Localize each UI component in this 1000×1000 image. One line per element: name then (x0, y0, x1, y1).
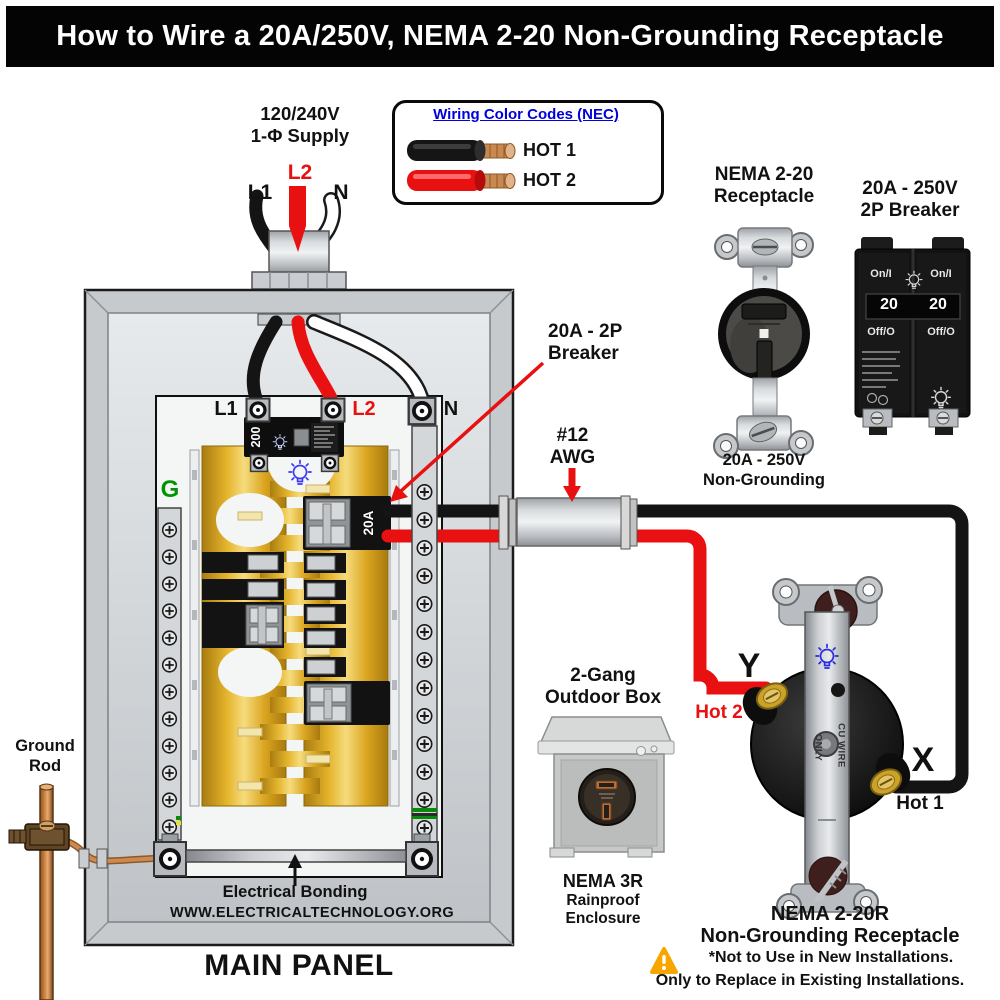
page-title: How to Wire a 20A/250V, NEMA 2-20 Non-Gr… (56, 20, 944, 53)
receptacle-back-title-2: Non-Grounding Receptacle (700, 925, 960, 947)
outdoor-box-sub-2: Rainproof (566, 892, 640, 909)
receptacle-front-title-1: NEMA 2-20 (714, 164, 814, 185)
supply-phase-label: 1-Φ Supply (250, 125, 350, 146)
receptacle-front-sub-2: Non-Grounding (703, 471, 825, 489)
ground-bus-label: G (160, 476, 180, 503)
outdoor-box-title-1: 2-Gang (570, 665, 636, 686)
warning-icon (650, 947, 678, 974)
panel-lug-l2-label: L2 (352, 398, 376, 420)
receptacle-back-photo (742, 576, 911, 919)
bonding-label: Electrical Bonding (222, 883, 368, 901)
callout-breaker-line-1: 20A - 2P (548, 321, 623, 342)
breaker-callout-arrow (390, 361, 545, 502)
terminal-x-label: X (911, 741, 935, 779)
breaker-off-right: Off/O (927, 326, 955, 338)
conduit (498, 495, 638, 550)
supply-l2-label: L2 (287, 161, 313, 184)
panel-lug-n-label: N (443, 398, 459, 420)
warning-line-2: Only to Replace in Existing Installation… (655, 972, 965, 989)
terminal-y-label: Y (737, 647, 761, 685)
legend-title-link[interactable]: Wiring Color Codes (NEC) (433, 106, 619, 123)
callout-awg-line-1: #12 (556, 425, 589, 446)
receptacle-front-photo (713, 227, 814, 459)
warning-line-1: *Not to Use in New Installations. (708, 949, 954, 966)
ground-rod (8, 783, 171, 1000)
hot2-callout-label: Hot 2 (695, 702, 743, 723)
supply-voltage-label: 120/240V (260, 103, 340, 124)
terminal-screw-x (869, 768, 903, 796)
main-panel-caption: MAIN PANEL (204, 949, 394, 982)
strap-text-cu-wire: CU WIRE (835, 723, 847, 768)
breaker-on-left: On/I (870, 268, 892, 280)
branch-breakers (202, 496, 391, 725)
breaker-on-right: On/I (930, 268, 952, 280)
legend-box (392, 100, 664, 205)
main-breaker-amps-label: 200 (249, 426, 263, 448)
outdoor-box-photo (537, 716, 675, 858)
outdoor-box-sub-3: Enclosure (565, 910, 641, 927)
circuit-wires (381, 504, 969, 794)
terminal-screw-y (755, 682, 789, 710)
outdoor-box-sub-1: NEMA 3R (562, 871, 644, 891)
breaker-photo-title-1: 20A - 250V (862, 178, 958, 199)
ground-rod-label-2: Rod (28, 757, 62, 775)
breaker-off-left: Off/O (867, 326, 895, 338)
strap-text-only: ONLY (812, 733, 824, 762)
receptacle-front-sub-1: 20A - 250V (722, 451, 806, 469)
title-bar: How to Wire a 20A/250V, NEMA 2-20 Non-Gr… (6, 6, 994, 67)
legend-wire-samples (407, 140, 516, 191)
callout-awg-line-2: AWG (549, 447, 596, 468)
receptacle-front-title-2: Receptacle (713, 186, 815, 207)
panel-rails (189, 449, 400, 807)
lug-l2 (319, 396, 347, 424)
service-entrance (249, 186, 347, 290)
callout-breaker-line-2: Breaker (548, 343, 619, 364)
awg-callout-arrow (563, 468, 581, 502)
panel-lug-l1-label: L1 (214, 398, 238, 420)
branch-breaker-amps-label: 20A (361, 510, 376, 536)
panel-feed-wires (246, 314, 429, 405)
ground-rod-label-1: Ground (15, 737, 75, 755)
breaker-amp-left: 20 (880, 296, 898, 313)
lug-bus-2 (320, 453, 340, 473)
supply-n-label: N (333, 181, 349, 204)
neutral-bus-bar (411, 425, 438, 846)
receptacle-back-title-1: NEMA 2-20R (770, 903, 890, 925)
breaker-photo (854, 237, 971, 435)
outdoor-box-title-2: Outdoor Box (544, 687, 662, 708)
website-label: WWW.ELECTRICALTECHNOLOGY.ORG (170, 905, 454, 921)
ground-bus-bar (157, 507, 182, 841)
main-breaker (244, 417, 344, 457)
lug-n (406, 395, 438, 427)
breaker-amp-right: 20 (929, 296, 947, 313)
supply-l1-label: L1 (247, 181, 273, 204)
hot1-callout-label: Hot 1 (896, 793, 944, 814)
legend-hot2-label: HOT 2 (523, 170, 577, 190)
breaker-photo-title-2: 2P Breaker (860, 200, 960, 221)
bonding-strap (153, 833, 439, 886)
legend-hot1-label: HOT 1 (523, 140, 577, 160)
